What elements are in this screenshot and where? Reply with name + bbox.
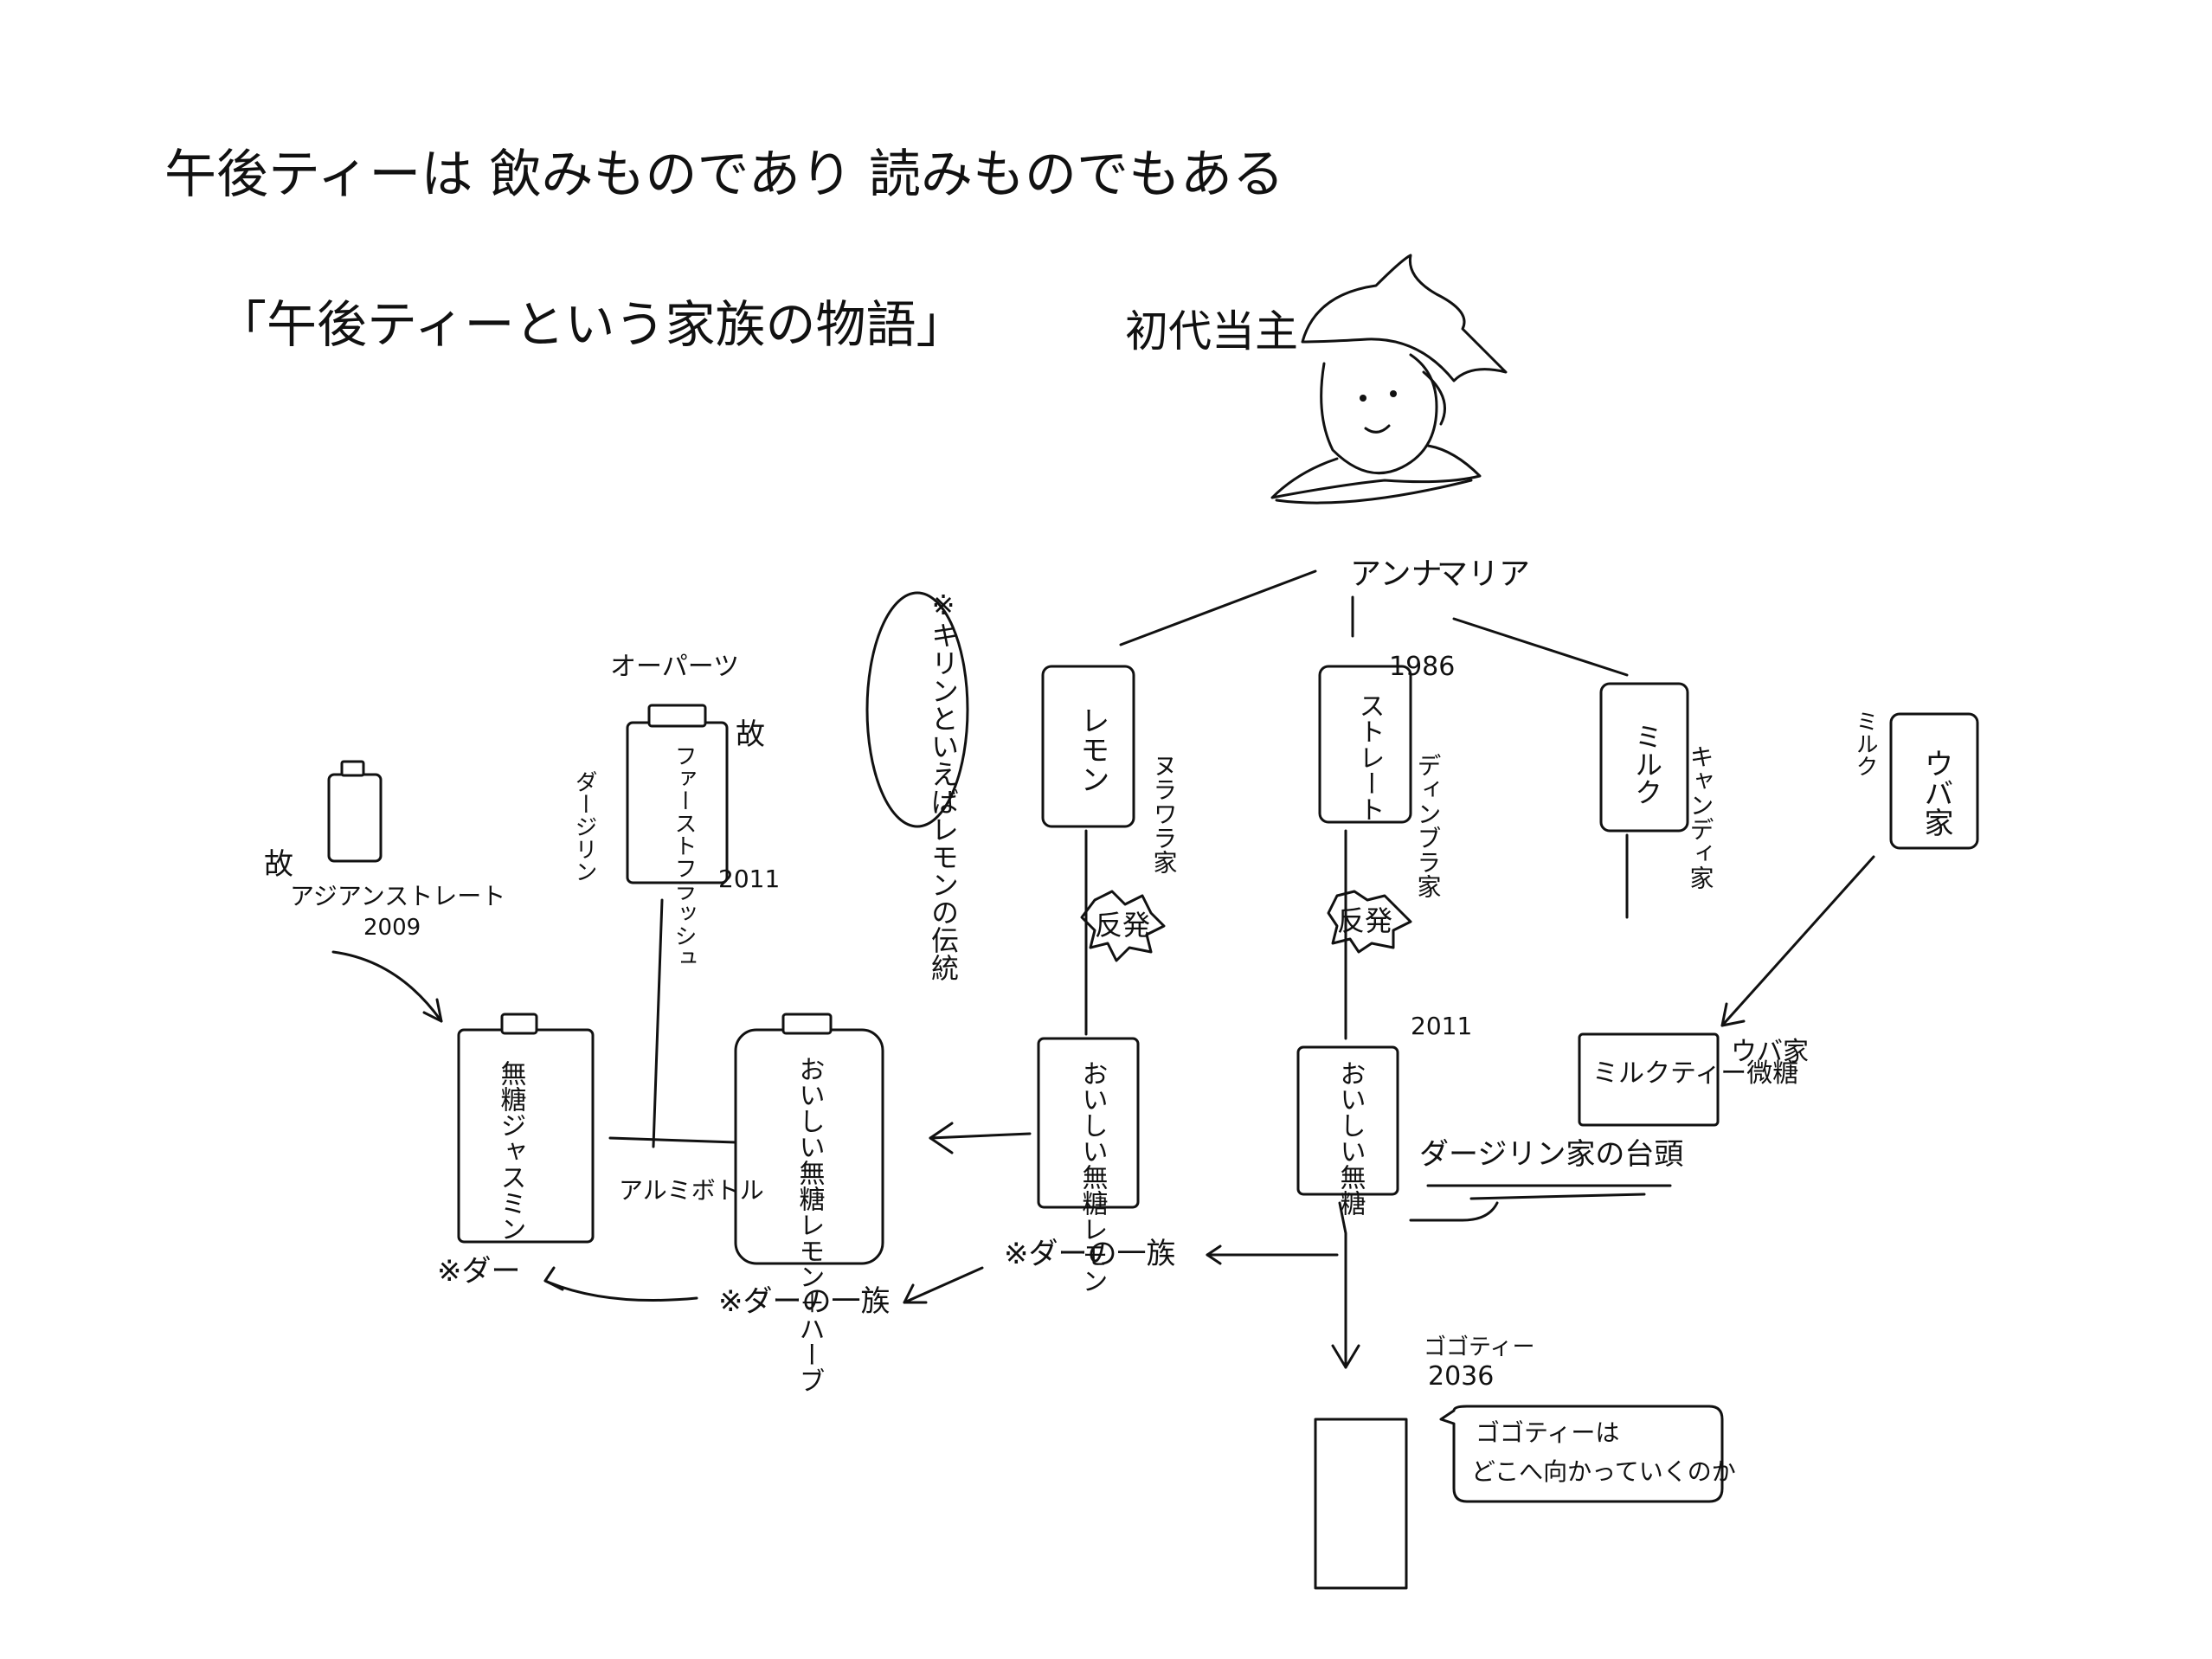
- darjeeling-arrow: [1409, 1201, 1499, 1222]
- future-bottle: [1314, 1418, 1408, 1590]
- milk-house: キャンディ家: [1687, 744, 1715, 890]
- first-flush-late: 故: [736, 717, 765, 752]
- arrow-to-lemon-herb: [929, 1132, 1032, 1140]
- future-speech-line1: ゴゴティーは: [1476, 1418, 1619, 1447]
- straight-to-future: [1338, 1201, 1347, 1369]
- milk-bottle-label: ミルク: [1630, 723, 1663, 806]
- jasmine-bottle: [457, 1028, 595, 1244]
- kirin-note-oval: [865, 591, 969, 828]
- tree-branch-right: [1452, 617, 1629, 677]
- uva-bottle-label: ウバ家: [1919, 749, 1953, 837]
- rebellion-straight: 反発: [1337, 904, 1392, 937]
- founder-label: 初代当主: [1125, 306, 1298, 357]
- lemon-unsweetened-bottle: [1037, 1037, 1140, 1209]
- founder-portrait: [1270, 254, 1508, 505]
- rebellion-burst-lemon: [1080, 890, 1166, 962]
- kirin-note: ※キリンといえばレモンの伝統: [927, 588, 960, 981]
- straight-unsweetened-bottle: [1296, 1045, 1399, 1196]
- first-flush-side: ダージリン: [571, 770, 597, 883]
- tree-branch-left: [1119, 569, 1317, 646]
- da-clan-1: ※ダーの一族: [1004, 1237, 1176, 1271]
- asian-straight-late: 故: [264, 847, 293, 882]
- lemon-bottle: [1041, 665, 1135, 828]
- uva-side-label: ミルク: [1852, 710, 1878, 777]
- jasmine-link: [608, 1136, 737, 1144]
- milk-tea-sugar-label: ミルクティー微糖: [1592, 1058, 1798, 1089]
- headline: 午後ティーは 飲みものであり 読みものでもある: [164, 145, 1284, 205]
- lemon-bottle-label: レモン: [1075, 705, 1109, 794]
- straight-bottle-label: ストレート: [1354, 692, 1385, 822]
- future-speech-line2: どこへ向かっていくのか: [1471, 1457, 1736, 1486]
- first-flush-line: [652, 898, 664, 1148]
- milk-tea-sugar-box: [1578, 1032, 1720, 1127]
- asian-straight-arrow: [331, 950, 443, 1023]
- subtitle: 「午後ティーという家族の物語」: [216, 295, 967, 354]
- straight-unsweetened-year: 2011: [1411, 1012, 1472, 1040]
- milk-bottle: [1599, 682, 1689, 833]
- da-clan-2: ※ダーの一族: [718, 1284, 891, 1319]
- straight-year: 1986: [1389, 652, 1455, 682]
- future-name: ゴゴティー: [1424, 1334, 1534, 1360]
- uva-bottle: [1889, 712, 1979, 850]
- asian-straight-label: アジアンストレート: [290, 882, 505, 910]
- founder-left-name: アンナ: [1350, 556, 1443, 592]
- darjeeling-rise: ダージリン家の台頭: [1419, 1137, 1683, 1172]
- first-flush-top: オーパーツ: [610, 652, 739, 682]
- straight-house: ディンブラ家: [1414, 753, 1443, 898]
- lemon-herb-label: おいしい無糖レモン＋ハーブ: [794, 1056, 826, 1393]
- uva-house-label: ウバ家: [1731, 1037, 1809, 1067]
- founder-right-name: マリア: [1437, 556, 1530, 592]
- asian-straight-bottle: [327, 773, 383, 863]
- da-short: ※ダー: [437, 1254, 521, 1289]
- clan-arrow-3: [543, 1279, 698, 1302]
- aluminum-bottle-label: アルミボトル: [619, 1176, 764, 1205]
- first-flush-label: ファーストフラッシュ: [671, 744, 697, 969]
- future-speech-bubble: [1439, 1405, 1724, 1503]
- rebellion-lemon: 反発: [1095, 909, 1150, 942]
- asian-straight-year: 2009: [363, 915, 421, 941]
- jasmine-label: 無糖ジャスミン: [496, 1060, 527, 1242]
- straight-bottle: [1318, 665, 1412, 824]
- clan-arrow-2: [903, 1266, 984, 1304]
- lemon-house: ヌラワラ家: [1150, 753, 1179, 874]
- uva-arrow: [1720, 855, 1875, 1027]
- future-year: 2036: [1428, 1361, 1494, 1392]
- straight-unsweetened-label: おいしい無糖: [1335, 1060, 1366, 1216]
- rebellion-burst-straight: [1327, 890, 1412, 954]
- lemon-unsweetened-label: おいしい無糖レモン: [1077, 1060, 1109, 1294]
- first-flush-year: 2011: [718, 865, 780, 893]
